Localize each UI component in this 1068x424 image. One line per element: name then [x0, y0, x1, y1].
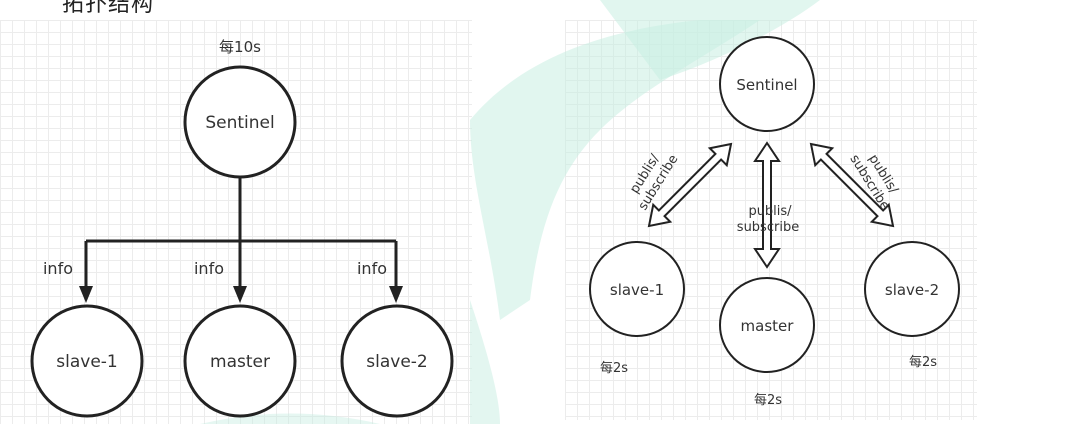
channel-label-middle-line2: subscribe — [737, 220, 799, 235]
right-master-node — [719, 277, 815, 373]
right-slave1-node — [589, 241, 685, 337]
left-slave1-label: slave-1 — [56, 352, 117, 372]
left-arrowhead-master — [233, 286, 247, 303]
right-master-label: master — [741, 317, 795, 335]
right-slave2-label: slave-2 — [885, 281, 939, 299]
left-info-label-1: info — [43, 259, 73, 278]
right-interval-label-slave2: 每2s — [909, 354, 937, 370]
right-slave1-label: slave-1 — [610, 281, 664, 299]
channel-label-middle-line1: publis/ — [748, 204, 792, 219]
channel-label-right: publis/ subscribe — [847, 152, 902, 213]
double-arrow-sentinel-slave1 — [647, 142, 733, 228]
right-sentinel-node — [719, 36, 815, 132]
left-slave2-label: slave-2 — [366, 352, 427, 372]
right-interval-label-slave1: 每2s — [600, 360, 628, 376]
left-master-label: master — [210, 352, 270, 372]
left-slave1-node — [30, 304, 144, 418]
double-arrow-sentinel-slave2 — [809, 142, 895, 228]
left-arrowhead-slave1 — [79, 286, 93, 303]
right-sentinel-label: Sentinel — [736, 76, 797, 94]
left-master-node — [183, 304, 297, 418]
left-arrowhead-slave2 — [389, 286, 403, 303]
left-info-label-2: info — [194, 259, 224, 278]
right-interval-label-master: 每2s — [754, 392, 782, 408]
left-interval-label: 每10s — [219, 38, 261, 56]
left-sentinel-label: Sentinel — [205, 113, 274, 133]
channel-label-middle: publis/ subscribe — [737, 204, 799, 235]
left-info-label-3: info — [357, 259, 387, 278]
double-arrow-sentinel-master — [753, 141, 781, 269]
left-slave2-node — [340, 304, 454, 418]
right-slave2-node — [864, 241, 960, 337]
heading: 拓扑结构 — [62, 0, 155, 17]
